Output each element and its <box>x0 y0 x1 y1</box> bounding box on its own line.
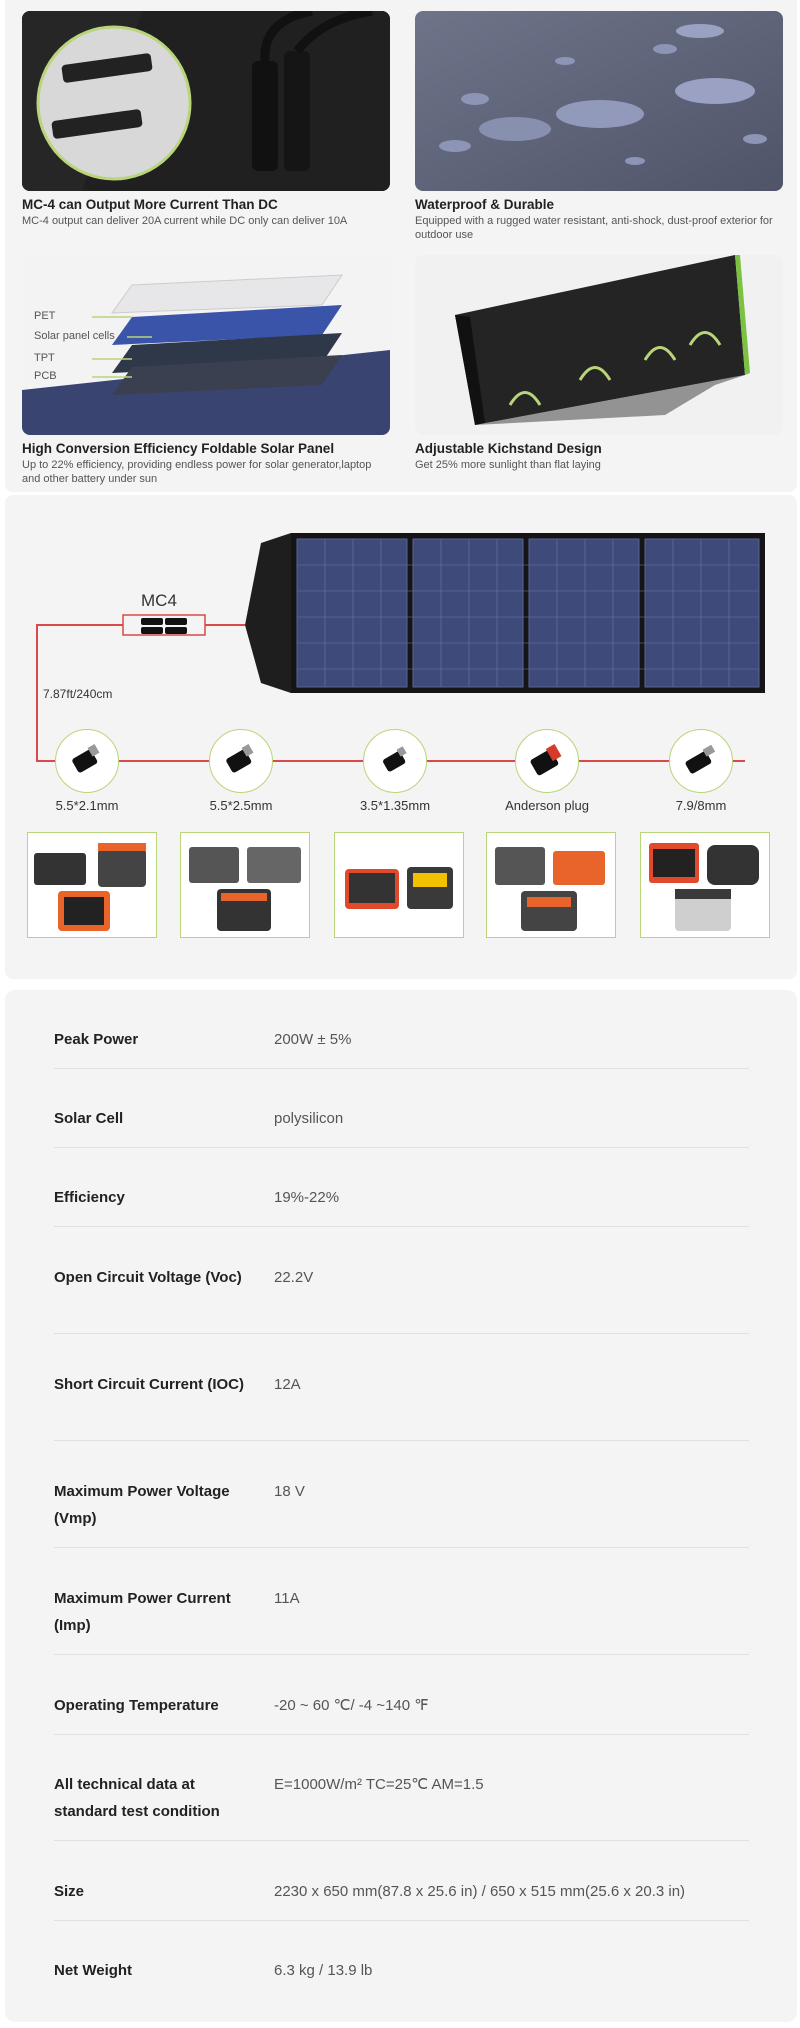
layer-label-pcb: PCB <box>34 370 57 382</box>
plug-5525-icon <box>209 729 273 793</box>
feature-desc: Up to 22% efficiency, providing endless … <box>22 459 372 485</box>
plug-35135-icon <box>363 729 427 793</box>
compatible-device-image <box>640 832 770 938</box>
plug-label: 7.9/8mm <box>675 798 727 813</box>
spec-value: E=1000W/m² TC=25℃ AM=1.5 <box>274 1776 484 1793</box>
panel-layers-icon <box>22 255 390 435</box>
water-droplets-image <box>415 11 783 191</box>
spec-label: Net Weight <box>54 1962 133 1979</box>
plug-label: 5.5*2.1mm <box>55 798 119 813</box>
mc4-label: MC4 <box>141 591 177 610</box>
spec-value: 2230 x 650 mm(87.8 x 25.6 in) / 650 x 51… <box>274 1883 686 1900</box>
feature-title: High Conversion Efficiency Foldable Sola… <box>22 441 335 456</box>
spec-row: Peak Power 200W ± 5% <box>54 1026 749 1069</box>
layer-label-pet: PET <box>34 310 56 322</box>
spec-label: Operating Temperature <box>54 1697 219 1714</box>
spec-row: All technical data at standard test cond… <box>54 1771 749 1841</box>
spec-value: -20 ~ 60 ℃/ -4 ~140 ℉ <box>274 1697 429 1714</box>
connector-diagram: MC4 7.87ft/240cm 5.5*2.1mm 5.5*2.5mm 3.5… <box>5 495 797 979</box>
specs-table: Peak Power 200W ± 5% Solar Cell polysili… <box>5 990 797 2022</box>
compatible-device-image <box>27 832 157 938</box>
cable-length-label: 7.87ft/240cm <box>43 687 113 701</box>
kickstand-image <box>415 255 783 435</box>
kickstand-icon <box>415 255 783 435</box>
spec-row: Net Weight 6.3 kg / 13.9 lb <box>54 1957 749 1999</box>
spec-row: Maximum Power Current (Imp) 11A <box>54 1585 749 1655</box>
mc4-connector-image <box>22 11 390 191</box>
spec-value: 200W ± 5% <box>274 1031 352 1048</box>
plug-anderson-icon <box>515 729 579 793</box>
spec-row: Operating Temperature -20 ~ 60 ℃/ -4 ~14… <box>54 1692 749 1735</box>
feature-title: MC-4 can Output More Current Than DC <box>22 197 278 212</box>
plug-7980-icon <box>669 729 733 793</box>
feature-desc: Get 25% more sunlight than flat laying <box>415 459 601 471</box>
compatible-device-image <box>334 832 464 938</box>
feature-title: Waterproof & Durable <box>415 197 555 212</box>
spec-row: Efficiency 19%-22% <box>54 1184 749 1227</box>
water-drop-icon <box>415 11 783 191</box>
spec-row: Short Circuit Current (IOC) 12A <box>54 1371 749 1441</box>
mc4-connector-icon <box>22 11 390 191</box>
spec-value: 22.2V <box>274 1269 314 1286</box>
spec-label: Maximum Power Voltage (Vmp) <box>54 1483 230 1527</box>
feature-desc: MC-4 output can deliver 20A current whil… <box>22 215 348 227</box>
spec-value: 19%-22% <box>274 1189 340 1206</box>
layer-label-tpt: TPT <box>34 352 55 364</box>
compatible-device-image <box>486 832 616 938</box>
spec-value: 6.3 kg / 13.9 lb <box>274 1962 373 1979</box>
spec-value: 11A <box>274 1590 300 1607</box>
features-section: MC-4 can Output More Current Than DC MC-… <box>5 0 797 492</box>
plug-label: 5.5*2.5mm <box>209 798 273 813</box>
feature-desc: Equipped with a rugged water resistant, … <box>415 215 773 241</box>
plug-label: Anderson plug <box>505 798 589 813</box>
plug-label: 3.5*1.35mm <box>359 798 431 813</box>
spec-label: Maximum Power Current (Imp) <box>54 1590 231 1634</box>
feature-efficiency: PET Solar panel cells TPT PCB High Conve… <box>22 255 390 486</box>
spec-value: 18 V <box>274 1483 305 1500</box>
spec-label: Open Circuit Voltage (Voc) <box>54 1269 242 1286</box>
feature-waterproof: Waterproof & Durable Equipped with a rug… <box>415 11 783 242</box>
compatible-device-image <box>180 832 310 938</box>
feature-title: Adjustable Kichstand Design <box>415 441 602 456</box>
spec-row: Maximum Power Voltage (Vmp) 18 V <box>54 1478 749 1548</box>
spec-label: All technical data at standard test cond… <box>54 1776 220 1820</box>
spec-label: Efficiency <box>54 1189 125 1206</box>
spec-row: Open Circuit Voltage (Voc) 22.2V <box>54 1264 749 1334</box>
plug-5521-icon <box>55 729 119 793</box>
spec-value: 12A <box>274 1376 301 1393</box>
cable-diagram-icon <box>36 533 765 762</box>
layer-label-cells: Solar panel cells <box>34 330 115 342</box>
feature-mc4: MC-4 can Output More Current Than DC MC-… <box>22 11 390 228</box>
spec-value: polysilicon <box>274 1110 344 1127</box>
spec-label: Size <box>54 1883 85 1900</box>
spec-row: Solar Cell polysilicon <box>54 1105 749 1148</box>
spec-label: Solar Cell <box>54 1110 124 1127</box>
feature-kickstand: Adjustable Kichstand Design Get 25% more… <box>415 255 783 472</box>
spec-label: Short Circuit Current (IOC) <box>54 1376 244 1393</box>
spec-label: Peak Power <box>54 1031 139 1048</box>
panel-layers-image: PET Solar panel cells TPT PCB <box>22 255 390 435</box>
spec-row: Size 2230 x 650 mm(87.8 x 25.6 in) / 650… <box>54 1878 749 1921</box>
